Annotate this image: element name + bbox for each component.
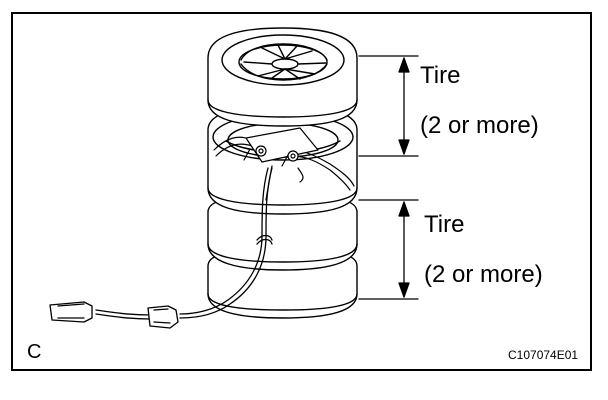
dimension-lower — [358, 199, 419, 300]
figure-letter: C — [27, 341, 42, 363]
lower-tire-label: Tire — [424, 211, 465, 238]
sensor-fixture — [213, 127, 355, 201]
cable-connectors — [49, 301, 179, 329]
tire-top — [207, 27, 358, 127]
dimension-upper — [358, 55, 419, 157]
upper-tire-label: Tire — [420, 62, 461, 89]
upper-tire-quantity: (2 or more) — [420, 112, 539, 139]
sensor-cable — [95, 167, 273, 320]
lower-tire-quantity: (2 or more) — [424, 261, 543, 288]
figure-code: C107074E01 — [508, 348, 579, 362]
